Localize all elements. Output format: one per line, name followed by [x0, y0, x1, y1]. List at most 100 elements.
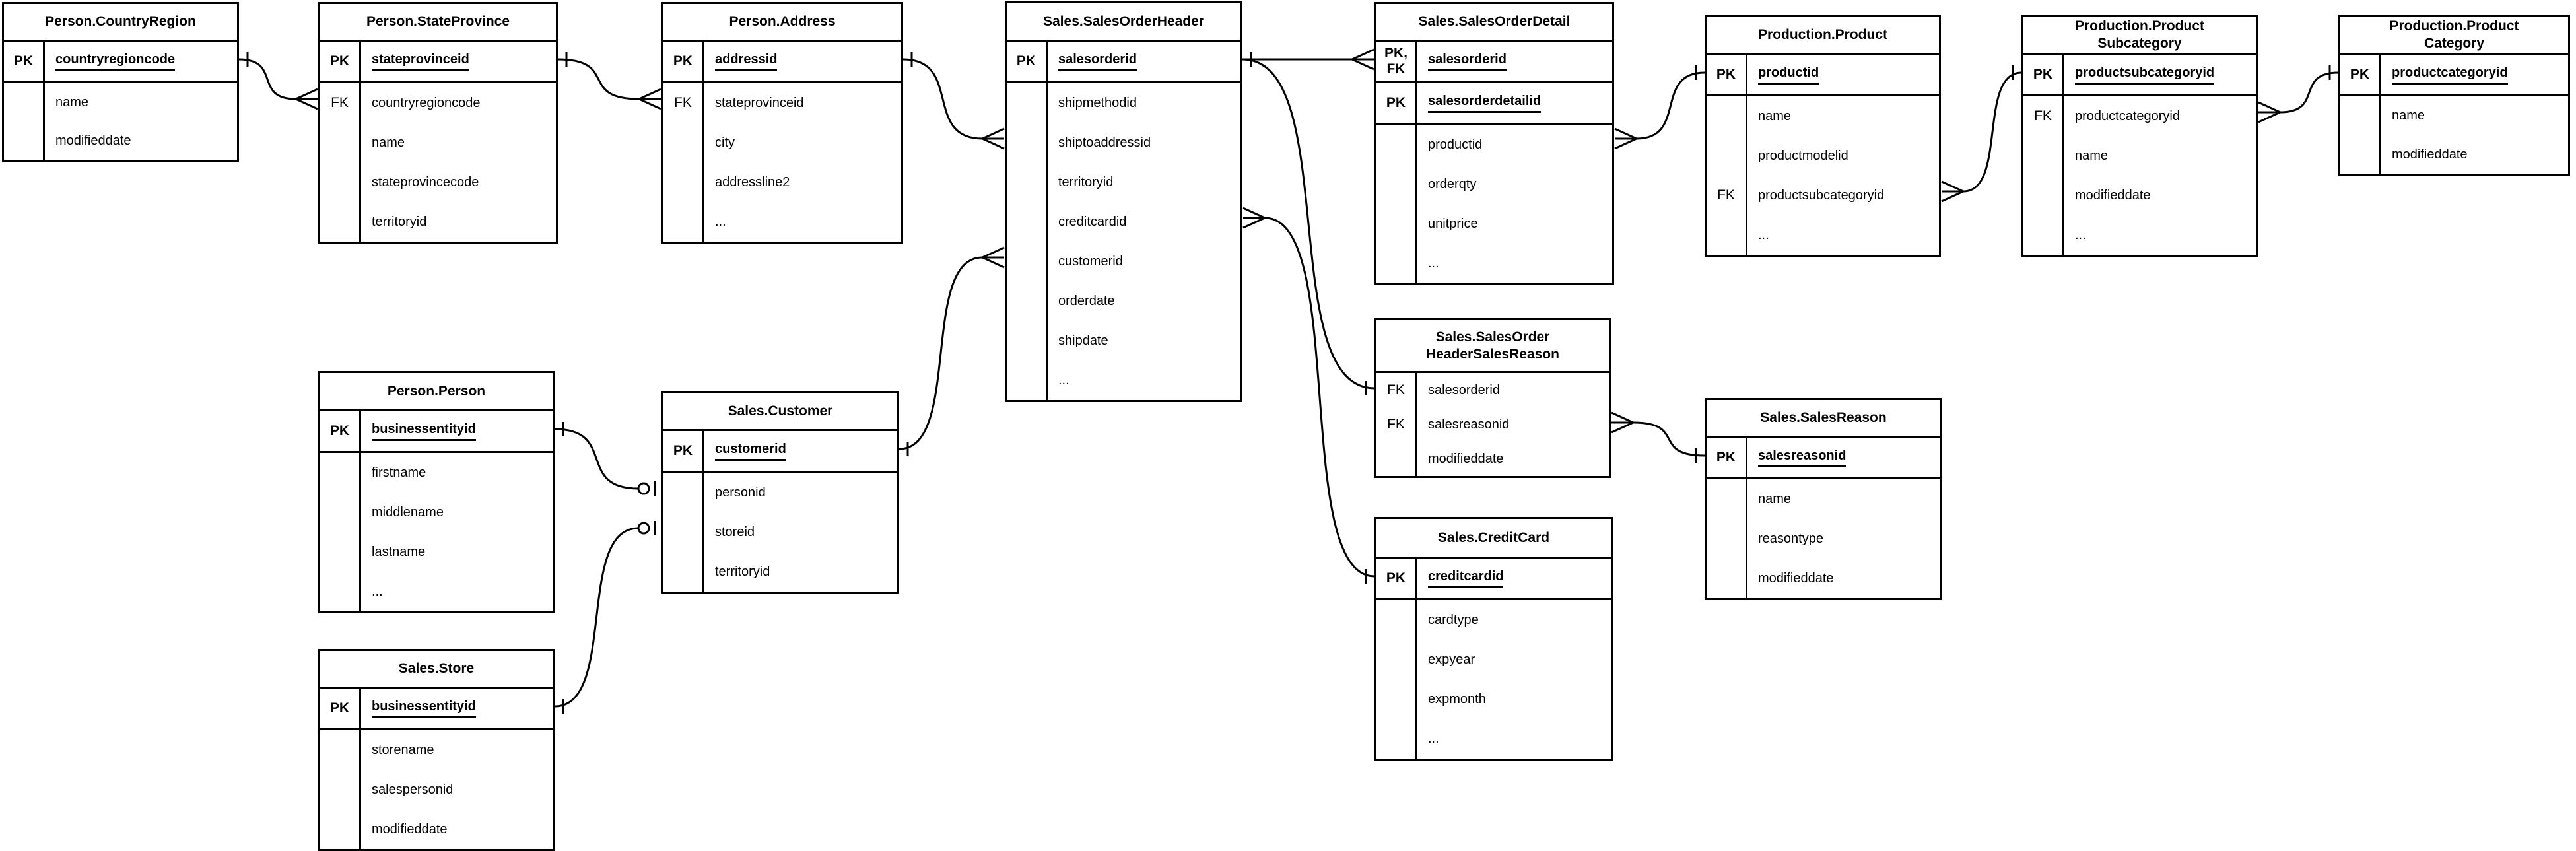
attribute-name-cell: name — [2064, 136, 2256, 176]
key-label — [663, 473, 704, 512]
primary-key-attribute: stateprovinceid — [372, 52, 469, 71]
key-label — [1707, 136, 1747, 176]
attribute-name-cell: modifieddate — [2381, 135, 2568, 174]
attribute-name-cell: salespersonid — [361, 770, 553, 809]
attribute-name-cell: productcategoryid — [2381, 55, 2568, 94]
key-label — [1376, 640, 1417, 679]
key-label — [320, 730, 361, 770]
attribute-name-cell: orderdate — [1048, 281, 1240, 321]
entity-title: Sales.SalesOrderHeader — [1007, 3, 1240, 42]
attribute-name-cell: expmonth — [1417, 679, 1611, 719]
key-label — [1376, 679, 1417, 719]
key-label: PK — [320, 411, 361, 451]
key-label — [1707, 519, 1747, 559]
many-marker-prong — [982, 246, 1005, 259]
attribute-row: city — [663, 123, 901, 162]
entity-title: Person.StateProvince — [320, 4, 556, 42]
key-label: PK — [1707, 438, 1747, 477]
key-label-line: FK — [1387, 417, 1405, 432]
attribute-name: firstname — [372, 465, 426, 480]
attribute-name-cell: modifieddate — [1747, 559, 1940, 598]
attribute-name-cell: expyear — [1417, 640, 1611, 679]
attribute-name: shiptoaddressid — [1058, 135, 1151, 150]
key-label-line: PK — [13, 53, 34, 69]
key-label — [4, 121, 45, 160]
attribute-row: storeid — [663, 512, 897, 552]
zero-marker — [637, 482, 650, 495]
attribute-name: lastname — [372, 544, 426, 559]
attribute-name-cell: shipmethodid — [1048, 83, 1240, 123]
key-label — [1376, 125, 1417, 164]
relationship-salesorderheader-creditcard — [1242, 207, 1375, 584]
key-label: FK — [320, 83, 361, 123]
attribute-name-cell: customerid — [1048, 242, 1240, 281]
many-marker-prong — [1242, 207, 1266, 219]
primary-key-attribute: creditcardid — [1428, 569, 1504, 588]
primary-key-attribute: businessentityid — [372, 422, 476, 441]
key-label — [320, 572, 361, 611]
entity-title-line: Sales.SalesOrder — [1435, 329, 1550, 345]
attribute-row: addressline2 — [663, 162, 901, 202]
relationship-line — [238, 58, 296, 100]
key-label — [2023, 215, 2064, 255]
attribute-name-cell: productsubcategoryid — [2064, 55, 2256, 94]
attribute-row: orderdate — [1007, 281, 1240, 321]
attribute-name-cell: salesreasonid — [1417, 407, 1609, 442]
attribute-row: PK creditcardid — [1376, 559, 1611, 598]
zero-marker — [637, 522, 650, 535]
entity-title: Production.Product — [1707, 17, 1939, 55]
key-label — [1007, 162, 1048, 202]
key-label: PK — [2340, 55, 2381, 94]
key-label — [4, 83, 45, 121]
entity-title: Person.CountryRegion — [4, 4, 237, 42]
attribute-row: reasontype — [1707, 519, 1940, 559]
attribute-name: salespersonid — [372, 782, 454, 797]
entity-title-line: Person.Person — [387, 383, 486, 399]
key-label: PK — [4, 42, 45, 81]
attribute-name-cell: territoryid — [704, 552, 897, 592]
attribute-row: orderqty — [1376, 164, 1612, 204]
key-label — [663, 162, 704, 202]
attribute-row: modifieddate — [1707, 559, 1940, 598]
attribute-row: modifieddate — [2340, 135, 2568, 174]
attribute-name-cell: stateprovincecode — [361, 162, 556, 202]
attribute-name: modifieddate — [2392, 147, 2468, 162]
attribute-name: shipmethodid — [1058, 95, 1137, 110]
key-label — [2340, 135, 2381, 174]
attribute-name-cell: salesorderdetailid — [1417, 83, 1612, 123]
relationship-stateprovince-address — [557, 52, 661, 110]
key-label — [663, 512, 704, 552]
entity-title-line: Sales.Store — [398, 661, 475, 676]
attribute-name-cell: shiptoaddressid — [1048, 123, 1240, 162]
relationship-line — [1633, 421, 1705, 457]
attribute-row: shipmethodid — [1007, 83, 1240, 123]
relationship-line — [554, 527, 639, 708]
entity-title-line: Production.Product — [1758, 26, 1887, 42]
key-label — [1376, 600, 1417, 640]
key-label — [320, 770, 361, 809]
key-label — [1007, 123, 1048, 162]
key-label — [320, 202, 361, 242]
key-label — [1007, 83, 1048, 123]
key-label: PK — [1376, 559, 1417, 598]
attribute-name-cell: creditcardid — [1417, 559, 1611, 598]
attribute-name: middlename — [372, 504, 444, 520]
key-label-line: PK — [1716, 67, 1736, 82]
